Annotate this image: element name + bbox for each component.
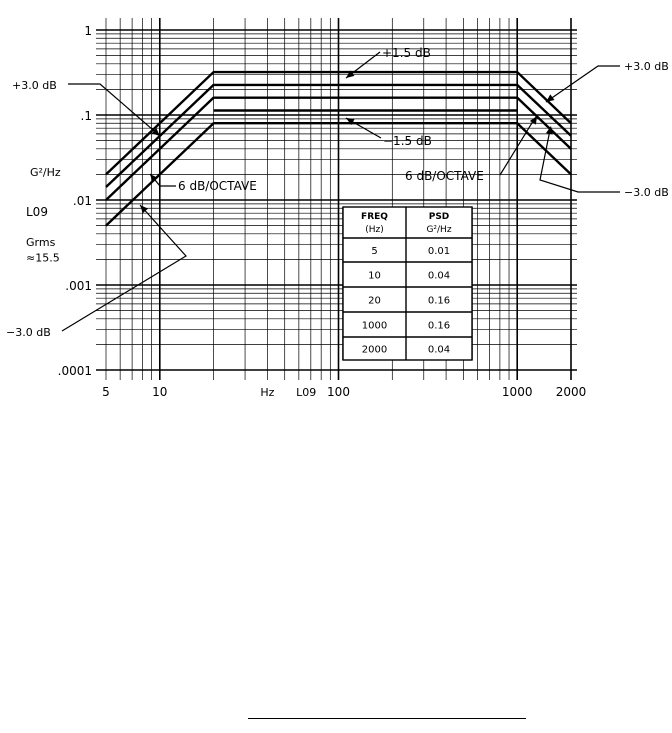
series-line-1 (105, 96, 572, 201)
x-tick-label: 5 (102, 385, 110, 399)
annotations: +1.5 dB −1.5 dB 6 dB/OCTAVE 6 dB/OCTAVE +3.0… (6, 46, 669, 339)
y-extra-label: L09 (26, 205, 48, 219)
table-cell: 20 (368, 296, 381, 307)
y-extra-label: Grms (26, 236, 56, 249)
series-line-2 (105, 70, 572, 176)
y-axis-label: G²/Hz (30, 166, 61, 179)
table-header-line1: FREQ (361, 212, 388, 222)
annotation-arrow (545, 126, 553, 135)
annotation-arrow (150, 174, 158, 183)
annotation-leader (545, 65, 620, 103)
annotation-minus-1-5-db: −1.5 dB (383, 134, 432, 148)
psd-table: FREQ (Hz) PSD G²/Hz 5 0.01 10 0.04 20 0.16 1000 0.1… (342, 206, 473, 361)
table-cell: 1000 (362, 321, 387, 332)
y-tick-label: .1 (81, 109, 92, 123)
table-cell: 0.04 (428, 271, 450, 282)
annotation-leader (539, 129, 620, 193)
x-tick-label: 1000 (502, 385, 533, 399)
x-tick-label: 100 (327, 385, 350, 399)
x-extra-label: L09 (296, 386, 316, 399)
x-tick-label: 2000 (556, 385, 587, 399)
annotation-minus-3-db-left: −3.0 dB (6, 326, 51, 339)
annotation-arrow (140, 205, 148, 214)
x-tick-label: 10 (152, 385, 167, 399)
annotation-leader (68, 83, 161, 137)
y-tick-label: 1 (84, 24, 92, 38)
annotation-plus-3-db-left: +3.0 dB (12, 79, 57, 92)
table-cell: 10 (368, 271, 381, 282)
annotation-leader (61, 204, 187, 332)
series-line-3 (105, 122, 572, 227)
table-header-line2: (Hz) (365, 225, 384, 235)
y-extra-label: ≈15.5 (26, 252, 60, 265)
annotation-arrow (346, 118, 355, 126)
table-cell: 0.16 (428, 321, 450, 332)
table-header-line2: G²/Hz (426, 225, 451, 235)
y-tick-label: .01 (73, 194, 92, 208)
x-extra-label: Hz (260, 386, 274, 399)
table-cell: 0.16 (428, 296, 450, 307)
annotation-plus-3-db-right: +3.0 dB (624, 60, 669, 73)
footer-rule (248, 718, 526, 719)
table-cell: 2000 (362, 345, 387, 356)
y-tick-label: .001 (65, 279, 92, 293)
annotation-6db-octave-right: 6 dB/OCTAVE (405, 169, 484, 183)
table-header-line1: PSD (429, 212, 450, 222)
annotation-arrow (151, 128, 160, 136)
table-cell: 0.04 (428, 345, 450, 356)
annotation-6db-octave-left: 6 dB/OCTAVE (178, 179, 257, 193)
table-cell: 5 (371, 246, 377, 257)
table-background (342, 206, 473, 361)
annotation-minus-3-db-right: −3.0 dB (624, 186, 669, 199)
y-tick-label: .0001 (58, 364, 92, 378)
annotation-leader (499, 117, 536, 176)
grid (96, 18, 577, 380)
annotation-arrow (546, 94, 555, 102)
annotation-arrow (529, 116, 537, 125)
annotation-arrow (346, 70, 355, 78)
table-cell: 0.01 (428, 246, 450, 257)
annotation-plus-1-5-db: +1.5 dB (382, 46, 431, 60)
